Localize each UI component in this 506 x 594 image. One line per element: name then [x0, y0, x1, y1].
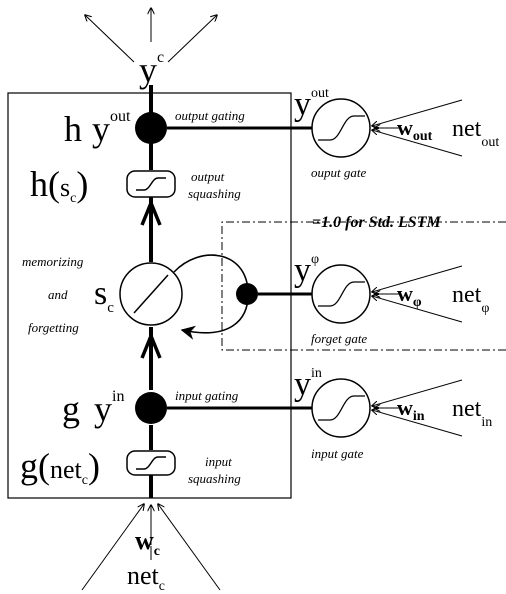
forget-gate-net: netφ: [452, 282, 489, 316]
output-squash-function: h(sc): [30, 164, 88, 206]
cell-output-label: yc: [139, 49, 164, 90]
output-gating-node: [135, 112, 167, 144]
input-gate-inputs: [372, 379, 463, 437]
flow-arrow-upper: [140, 198, 162, 226]
and-text: and: [48, 287, 68, 302]
forget-gate-caption: forget gate: [311, 331, 367, 346]
input-gate-net: netin: [452, 396, 492, 430]
output-gating-text: output gating: [175, 108, 245, 123]
input-weight-label: wc: [135, 526, 160, 559]
input-squash-function: g(netc): [20, 446, 100, 488]
flow-arrow-lower: [140, 331, 162, 359]
output-gate-net: netout: [452, 116, 499, 150]
output-y-label: yout: [92, 108, 131, 149]
std-lstm-text: =1.0 for Std. LSTM: [312, 214, 441, 231]
output-squashing-curve: [136, 177, 166, 191]
memorizing-text: memorizing: [22, 254, 84, 269]
input-gating-node: [135, 392, 167, 424]
input-gate-unit: [311, 378, 371, 438]
input-gate-weight: win: [397, 395, 425, 424]
forget-gate-inputs: [372, 265, 463, 323]
output-gate-y-label: yout: [294, 86, 329, 123]
input-y-label: yin: [94, 388, 124, 429]
input-squashing-text-1: input: [205, 454, 232, 469]
output-squashing-text-1: output: [191, 169, 225, 184]
output-squashing-text-2: squashing: [188, 186, 241, 201]
output-arrow-right: [167, 15, 217, 63]
std-lstm-region: [221, 221, 506, 351]
output-gate-caption: ouput gate: [311, 165, 366, 180]
input-gate-y-label: yin: [294, 366, 322, 403]
forget-gating-node: [236, 283, 258, 305]
cell-input-arrows: [81, 504, 221, 591]
input-gating-text: input gating: [175, 388, 239, 403]
input-g-label: g: [62, 389, 80, 429]
output-arrow-left: [85, 15, 135, 63]
forgetting-text: forgetting: [28, 320, 79, 335]
output-gate-inputs: [372, 99, 463, 157]
forget-gate-unit: [311, 264, 371, 324]
input-squashing-curve: [136, 456, 166, 470]
input-gate-caption: input gate: [311, 446, 364, 461]
input-squashing-text-2: squashing: [188, 471, 241, 486]
forget-gate-y-label: yφ: [294, 252, 319, 289]
cell-state-label: sc: [94, 275, 114, 316]
output-gate-unit: [311, 98, 371, 158]
output-h-label: h: [64, 109, 82, 149]
forget-gate-weight: wφ: [397, 281, 422, 310]
input-net-label: netc: [127, 561, 165, 594]
output-gate-weight: wout: [397, 115, 433, 144]
state-identity-line: [133, 274, 169, 314]
